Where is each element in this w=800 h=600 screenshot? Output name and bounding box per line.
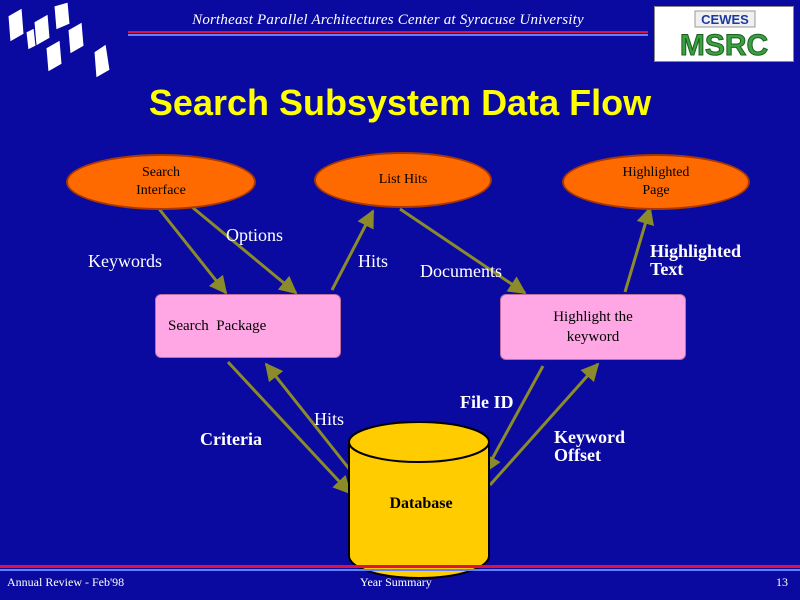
criteria-label: Criteria bbox=[200, 429, 262, 449]
hits-bottom-label: Hits bbox=[314, 409, 345, 429]
search-package-node: Search Package bbox=[155, 294, 341, 358]
arrow-hits-top bbox=[330, 209, 375, 291]
options-label: Options bbox=[226, 225, 284, 245]
keywords-label: Keywords bbox=[88, 251, 162, 271]
footer-rule-red bbox=[0, 565, 800, 568]
database-label: Database bbox=[389, 495, 452, 512]
header-rule-blue bbox=[128, 34, 648, 36]
list-hits-node: List Hits bbox=[314, 152, 492, 208]
search-interface-node: Search Interface bbox=[66, 154, 256, 210]
highlighted-page-node: Highlighted Page bbox=[562, 154, 750, 210]
arrow-criteria bbox=[226, 360, 352, 495]
arrow-highlighted-text bbox=[623, 206, 655, 293]
arrow-file-id bbox=[483, 365, 545, 474]
arrow-keyword-offset bbox=[488, 362, 600, 486]
list-hits-label: List Hits bbox=[378, 172, 428, 187]
logo-top-text: CEWES bbox=[701, 12, 749, 27]
footer-rule-blue bbox=[0, 569, 800, 571]
slide-title: Search Subsystem Data Flow bbox=[148, 82, 652, 123]
arrow-hits-bottom bbox=[264, 362, 360, 481]
hits-top-label: Hits bbox=[358, 251, 389, 271]
database-node: Database bbox=[348, 421, 490, 579]
documents-label: Documents bbox=[420, 261, 502, 281]
footer-left: Annual Review - Feb'98 bbox=[7, 575, 125, 589]
cewes-msrc-logo: CEWES MSRC bbox=[654, 6, 794, 63]
highlight-keyword-node: Highlight the keyword bbox=[500, 294, 686, 360]
page-number: 13 bbox=[776, 575, 788, 589]
npac-logo bbox=[7, 2, 111, 79]
arrow-options bbox=[191, 205, 298, 295]
keyword-offset-label: Keyword Offset bbox=[554, 427, 625, 465]
file-id-label: File ID bbox=[460, 392, 514, 412]
search-interface-label: Search Interface bbox=[136, 165, 186, 198]
footer-center: Year Summary bbox=[360, 575, 432, 589]
search-package-label: Search Package bbox=[168, 317, 267, 334]
arrow-keywords bbox=[154, 204, 228, 295]
institution-header: Northeast Parallel Architectures Center … bbox=[192, 12, 584, 28]
highlight-keyword-label: Highlight the keyword bbox=[553, 309, 633, 345]
header-rule-red bbox=[128, 31, 648, 33]
highlighted-text-label: Highlighted Text bbox=[650, 241, 742, 279]
highlighted-page-label: Highlighted Page bbox=[622, 165, 690, 198]
logo-bottom-text: MSRC bbox=[680, 29, 768, 61]
arrow-documents bbox=[399, 207, 527, 295]
